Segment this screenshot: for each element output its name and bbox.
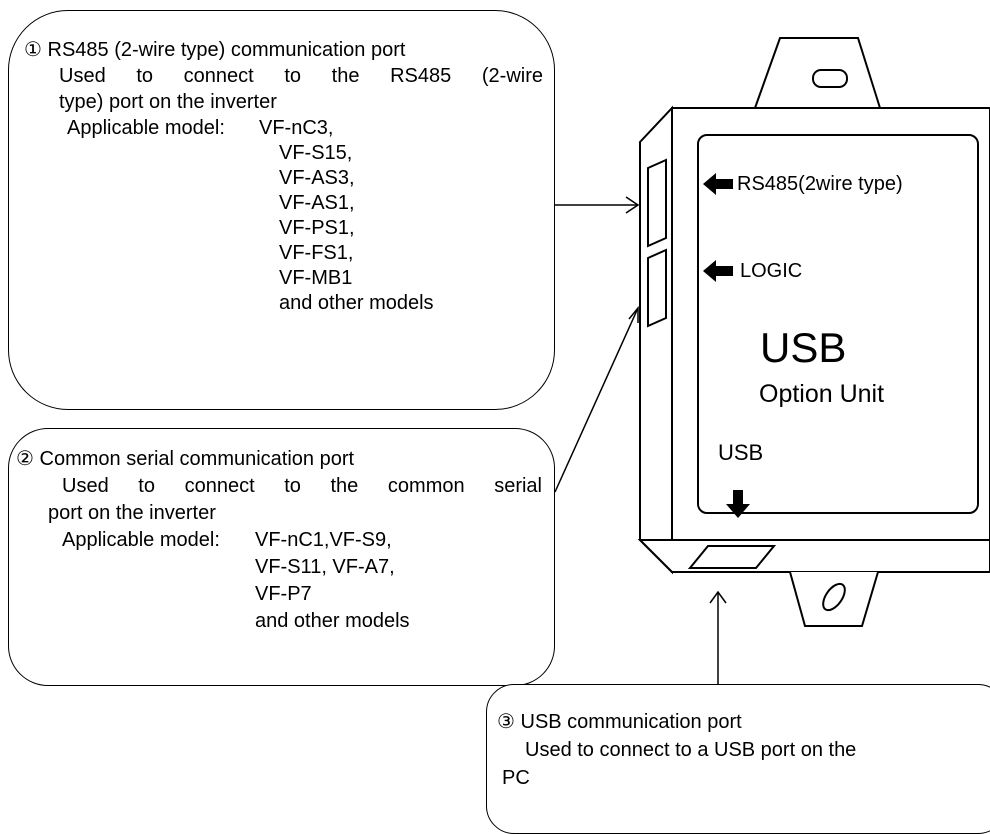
callout-usb-marker: ③ bbox=[497, 711, 515, 733]
callout-rs485-model-label: Applicable model: bbox=[67, 117, 225, 139]
callout-rs485-model: VF-FS1, bbox=[279, 242, 354, 264]
callout-rs485-model: VF-AS3, bbox=[279, 167, 355, 189]
callout-rs485-heading: ① RS485 (2-wire type) communication port bbox=[24, 38, 405, 62]
rs485-arrow-icon bbox=[703, 173, 733, 195]
callout-usb-desc-line2: PC bbox=[502, 767, 530, 789]
rs485-port bbox=[647, 158, 667, 248]
callout-common-serial-model: and other models bbox=[255, 610, 410, 632]
logic-port bbox=[647, 248, 667, 328]
top-mounting-hole bbox=[812, 69, 848, 88]
callout-rs485-model: VF-AS1, bbox=[279, 192, 355, 214]
callout-rs485: ① RS485 (2-wire type) communication port… bbox=[8, 10, 555, 410]
callout-rs485-model: VF-S15, bbox=[279, 142, 353, 164]
usb-down-arrow-icon bbox=[726, 490, 750, 518]
connector-rs485-arrowhead bbox=[625, 196, 640, 214]
callout-common-serial-desc-line1: Used to connect to the common serial bbox=[62, 475, 542, 497]
callout-common-serial-model-label: Applicable model: bbox=[62, 529, 220, 551]
callout-rs485-model: VF-MB1 bbox=[279, 267, 353, 289]
callout-rs485-model: and other models bbox=[279, 292, 434, 314]
callout-common-serial-model: VF-P7 bbox=[255, 583, 312, 605]
unit-subtitle: Option Unit bbox=[759, 380, 885, 408]
callout-common-serial-marker: ② bbox=[16, 448, 34, 470]
device-label-panel bbox=[697, 134, 979, 514]
usb-port bbox=[687, 545, 777, 569]
connector-logic-arrowhead bbox=[628, 305, 639, 323]
usb-port-label: USB bbox=[718, 440, 764, 465]
connector-logic bbox=[554, 307, 639, 493]
logic-arrow-icon bbox=[703, 260, 733, 282]
callout-usb: ③ USB communication port Used to connect… bbox=[486, 684, 990, 834]
callout-rs485-model: VF-nC3, bbox=[259, 117, 334, 139]
unit-title: USB bbox=[760, 324, 847, 371]
callout-common-serial-heading: ② Common serial communication port bbox=[16, 447, 354, 471]
callout-rs485-title: RS485 (2-wire type) communication port bbox=[47, 39, 406, 61]
callout-rs485-desc-line1: Used to connect to the RS485 (2-wire bbox=[59, 65, 543, 87]
rs485-port-label: RS485(2wire type) bbox=[737, 173, 903, 195]
callout-rs485-model: VF-PS1, bbox=[279, 217, 355, 239]
callout-common-serial: ② Common serial communication port Used … bbox=[8, 428, 555, 686]
connector-usb-arrowhead bbox=[709, 590, 727, 604]
callout-usb-title: USB communication port bbox=[520, 711, 742, 733]
callout-usb-desc-line1: Used to connect to a USB port on the bbox=[525, 739, 857, 761]
callout-common-serial-model: VF-S11, VF-A7, bbox=[255, 556, 395, 578]
callout-usb-heading: ③ USB communication port bbox=[497, 710, 742, 734]
callout-rs485-marker: ① bbox=[24, 39, 42, 61]
callout-common-serial-desc-line2: port on the inverter bbox=[48, 502, 216, 524]
logic-port-label: LOGIC bbox=[740, 260, 803, 282]
bottom-mounting-hole bbox=[822, 582, 846, 612]
callout-rs485-desc-line2: type) port on the inverter bbox=[59, 91, 277, 113]
callout-common-serial-title: Common serial communication port bbox=[39, 448, 355, 470]
callout-common-serial-model: VF-nC1,VF-S9, bbox=[255, 529, 392, 551]
